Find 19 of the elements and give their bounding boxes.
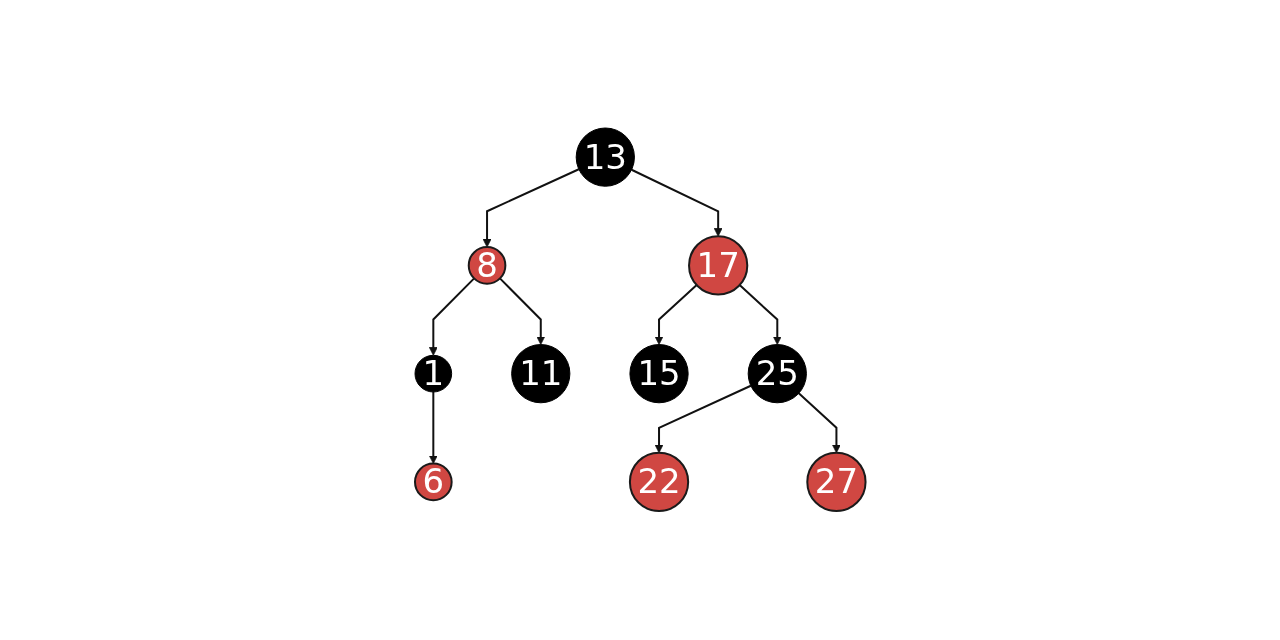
node-circle: 22: [628, 452, 689, 513]
node-circle: 25: [747, 344, 807, 404]
node-circle: 13: [575, 127, 635, 188]
arrow: [654, 284, 698, 346]
node-circle: 17: [687, 235, 748, 296]
arrow: [428, 277, 475, 357]
node-circle: 15: [629, 344, 689, 404]
arrow: [797, 392, 841, 454]
node-circle: 6: [413, 463, 453, 502]
arrow: [428, 391, 438, 465]
node-circle: 11: [510, 344, 571, 404]
arrow: [738, 284, 782, 346]
node-circle: 27: [806, 452, 867, 513]
arrow: [482, 168, 580, 248]
node-circle: 8: [467, 246, 507, 286]
arrow: [654, 385, 752, 454]
arrow: [498, 277, 545, 346]
node-circle: 1: [414, 355, 452, 393]
arrow: [630, 169, 723, 238]
